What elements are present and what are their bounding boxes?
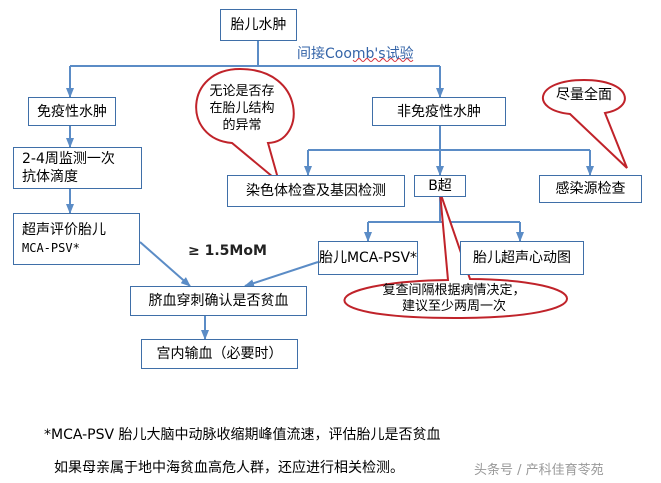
callout-comprehensive-text: 尽量全面: [556, 87, 612, 103]
callout-structure-text: 无论是否存 在胎儿结构 的异常: [209, 84, 275, 133]
node-b-ultrasound: B超: [414, 175, 466, 197]
node-immune-hydrops: 免疫性水肿: [28, 97, 116, 126]
callout-interval: [343, 191, 568, 320]
callout-interval-text: 复查间隔根据病情决定， 建议至少两周一次: [382, 283, 526, 314]
node-antibody-monitoring: 2-4周监测一次 抗体滴度: [13, 147, 142, 189]
node-intrauterine-transfusion: 宫内输血（必要时）: [141, 339, 298, 369]
label-threshold: ≥ 1.5MoM: [188, 243, 267, 259]
node-chromosome-gene-testing: 染色体检查及基因检测: [227, 175, 405, 207]
footnote-thalassemia: 如果母亲属于地中海贫血高危人群，还应进行相关检测。: [54, 460, 404, 476]
node-nonimmune-hydrops: 非免疫性水肿: [372, 97, 506, 126]
footnote-mca-definition: *MCA-PSV 胎儿大脑中动脉收缩期峰值流速，评估胎儿是否贫血: [44, 427, 441, 443]
node-cord-puncture: 脐血穿刺确认是否贫血: [130, 286, 307, 316]
node-fetal-mca-psv: 胎儿MCA-PSV*: [318, 241, 418, 275]
label-coombs-test: 间接Coomb's试验: [297, 46, 414, 62]
node-ultrasound-mca: 超声评价胎儿 MCA-PSV*: [13, 213, 140, 265]
node-infection-screening: 感染源检查: [539, 175, 642, 203]
callout-comprehensive: [541, 78, 628, 169]
spellcheck-squiggle: [352, 58, 414, 62]
watermark: 头条号 / 产科佳育苓苑: [474, 463, 604, 478]
node-root: 胎儿水肿: [220, 9, 297, 41]
node-fetal-echocardiogram: 胎儿超声心动图: [460, 241, 584, 275]
